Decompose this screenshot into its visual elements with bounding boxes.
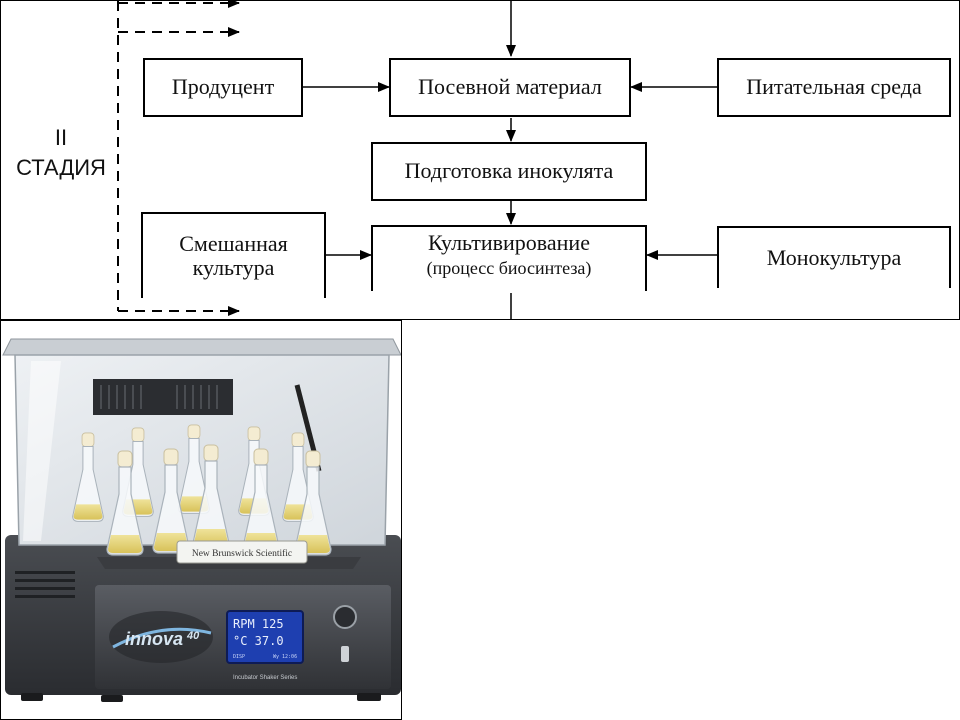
node-cultivation: Культивирование (процесс биосинтеза) xyxy=(371,225,647,291)
mixed-culture-line2: культура xyxy=(192,255,275,280)
incubator-illustration: New Brunswick Scientific innova 40 Incub… xyxy=(2,338,401,702)
cultivation-line1: Культивирование xyxy=(428,230,590,255)
stage-roman: II xyxy=(54,125,68,150)
rear-vent xyxy=(93,379,233,415)
lcd-display xyxy=(226,610,304,664)
flow-diagram: II СТАДИЯ Продуцент Посевной материал Пи… xyxy=(0,0,960,320)
stage-word: СТАДИЯ xyxy=(16,154,106,180)
incubator-shaker-photo: New Brunswick Scientific innova 40 Incub… xyxy=(0,320,402,720)
stage-dashed-bracket xyxy=(117,1,240,316)
lcd-line-temp: °C 37.0 xyxy=(233,634,284,648)
node-inoculum-preparation: Подготовка инокулята xyxy=(371,142,647,201)
cultivation-line2: (процесс биосинтеза) xyxy=(426,258,592,279)
diagram-connectors xyxy=(117,1,717,319)
stage-label: II СТАДИЯ xyxy=(5,123,117,183)
label-plate xyxy=(176,540,308,564)
brand-model: 40 xyxy=(186,630,200,642)
power-switch xyxy=(341,646,349,662)
node-producer: Продуцент xyxy=(143,58,303,117)
lcd-footer-right: Wy 12:06 xyxy=(273,654,297,660)
lid xyxy=(2,338,401,356)
mixed-culture-line1: Смешанная xyxy=(179,230,288,256)
control-knob xyxy=(333,605,357,629)
label-plate-text: New Brunswick Scientific xyxy=(192,548,292,559)
lcd-line-rpm: RPM 125 xyxy=(233,617,284,631)
node-nutrient-medium: Питательная среда xyxy=(717,58,951,117)
brand-logo: innova xyxy=(125,629,183,649)
node-inoculum: Посевной материал xyxy=(389,58,631,117)
node-mixed-culture: Смешанная культура xyxy=(141,212,326,298)
series-text: Incubator Shaker Series xyxy=(233,675,297,681)
lcd-footer-left: DISP xyxy=(233,654,245,660)
node-monoculture: Монокультура xyxy=(717,226,951,288)
